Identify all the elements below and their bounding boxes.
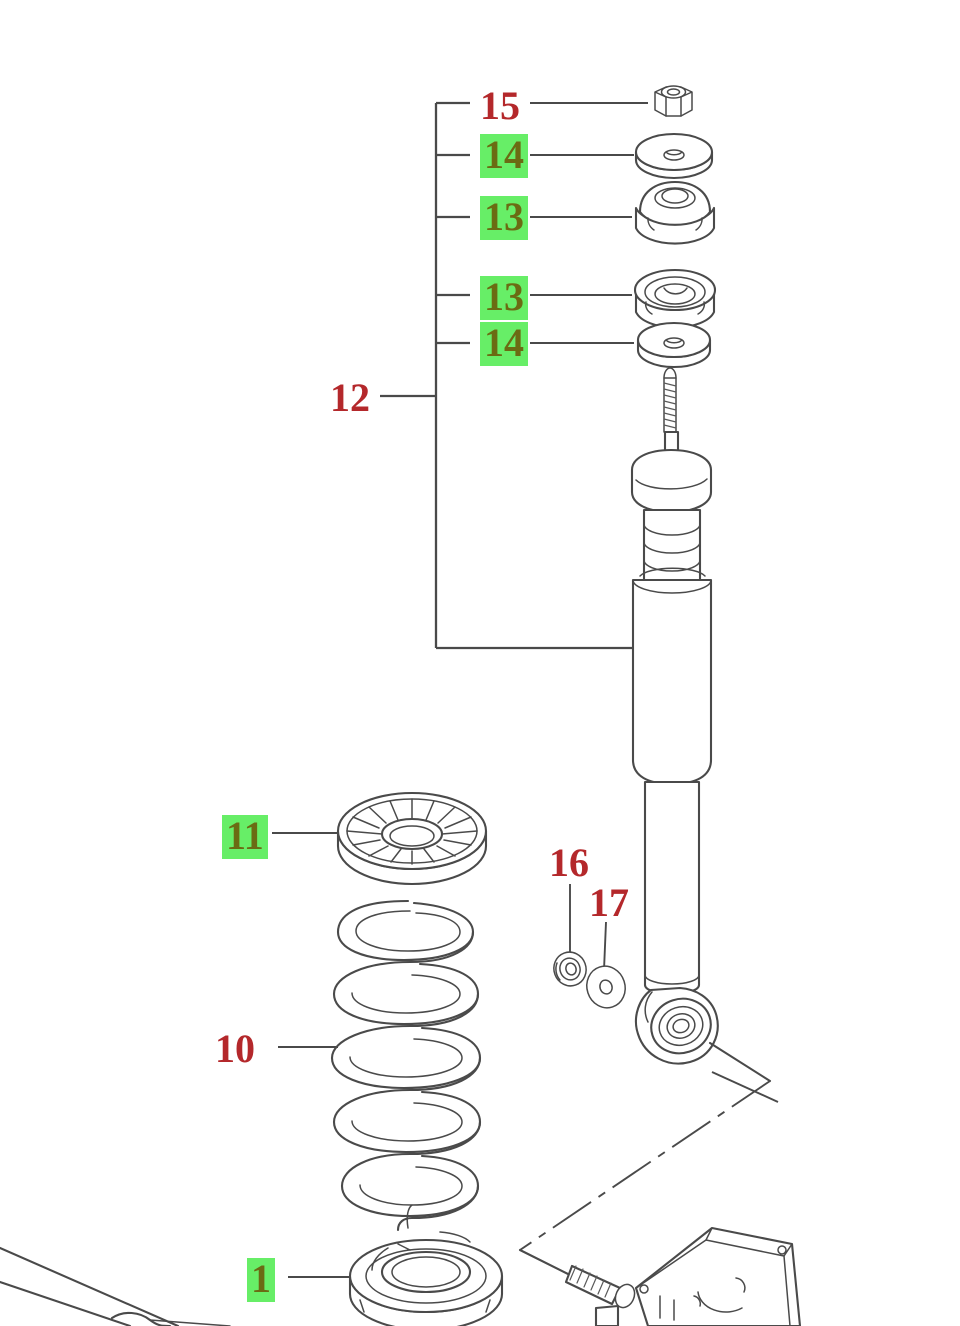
part-rubber-bushing-13-upper xyxy=(634,180,716,245)
part-rubber-bushing-13-lower xyxy=(633,268,717,329)
part-washer-16 xyxy=(553,951,587,987)
part-washer-17 xyxy=(586,965,626,1009)
callout-label-11[interactable]: 11 xyxy=(222,815,268,859)
rod-threads xyxy=(663,382,677,429)
bolt-threads xyxy=(569,1265,612,1298)
part-spring-seat-pad-11 xyxy=(336,791,488,886)
callout-label-13-upper[interactable]: 13 xyxy=(480,196,528,240)
seat-pad-ribs xyxy=(346,798,478,865)
callout-label-12[interactable]: 12 xyxy=(330,375,370,420)
leader-lines xyxy=(272,102,779,1278)
part-bracket-bolt xyxy=(564,1264,636,1309)
callout-label-16[interactable]: 16 xyxy=(549,840,589,885)
assembly-reference-lines xyxy=(518,1041,772,1280)
part-hex-nut-15 xyxy=(654,85,693,117)
callout-label-15[interactable]: 15 xyxy=(480,83,520,128)
callout-label-13-lower[interactable]: 13 xyxy=(480,276,528,320)
callout-label-1[interactable]: 1 xyxy=(247,1258,275,1302)
callout-label-10[interactable]: 10 xyxy=(215,1026,255,1071)
part-mounting-bracket xyxy=(594,1226,802,1326)
callout-label-14-lower[interactable]: 14 xyxy=(480,322,528,366)
part-flat-washer-14-lower xyxy=(636,321,712,369)
part-lower-spring-seat-1 xyxy=(348,1231,504,1326)
assembly-bracket-12 xyxy=(380,101,632,650)
part-coil-spring-10 xyxy=(330,899,482,1232)
callout-label-17[interactable]: 17 xyxy=(589,880,629,925)
part-trailing-arm xyxy=(0,1246,231,1326)
part-flat-washer-14-upper xyxy=(634,132,714,180)
part-shock-absorber-12 xyxy=(630,367,719,1065)
callout-label-14-upper[interactable]: 14 xyxy=(480,134,528,178)
